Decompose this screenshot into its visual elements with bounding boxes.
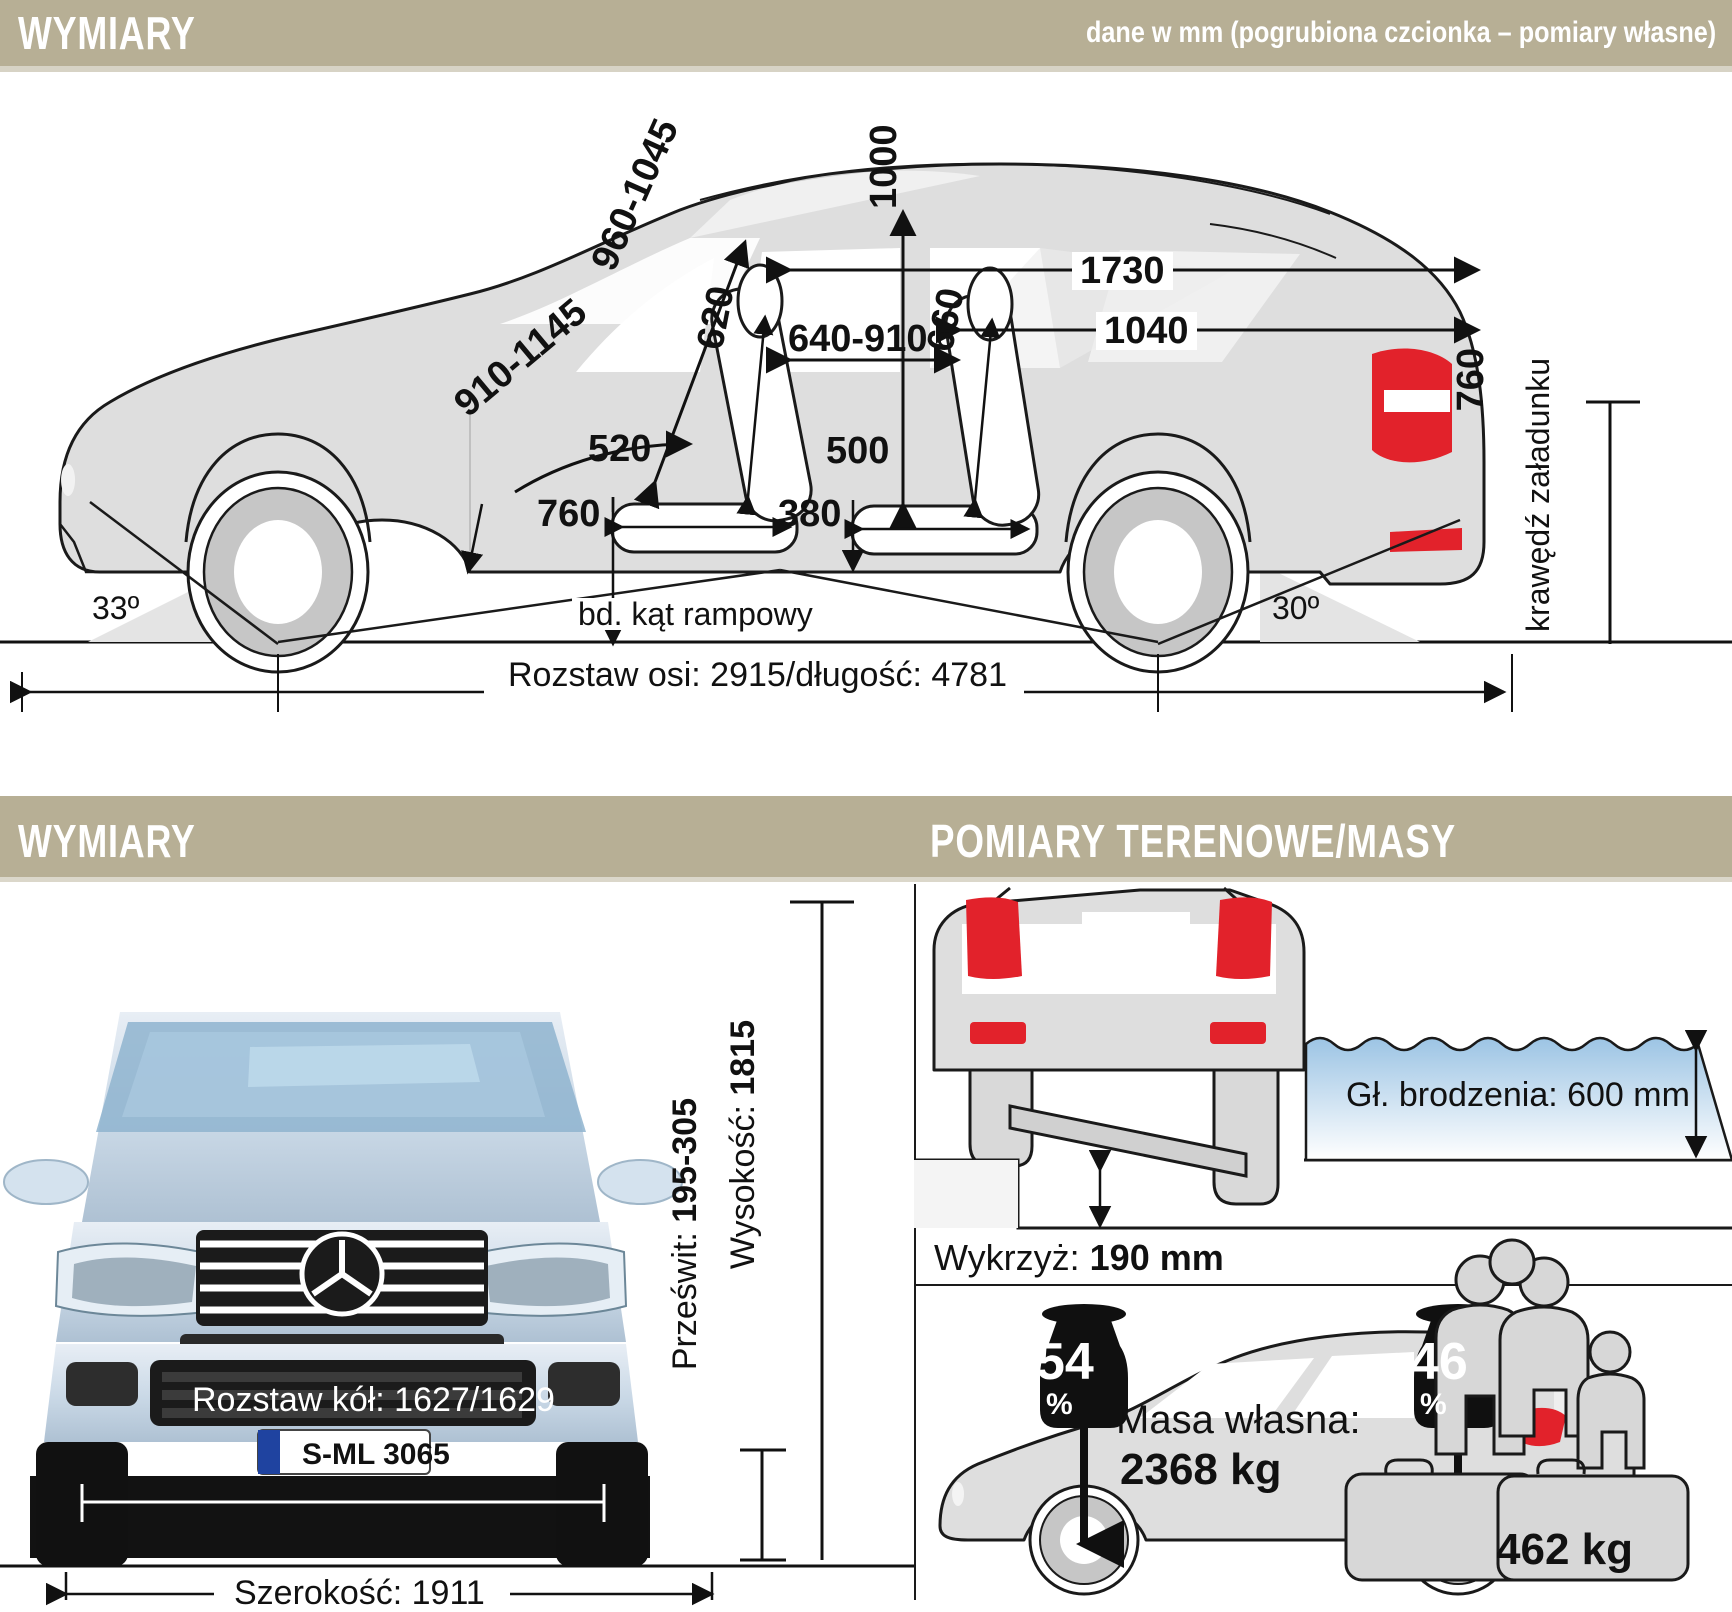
dim-loading-edge-value: 760 bbox=[1450, 348, 1492, 412]
lower-panel-separator bbox=[914, 884, 916, 1600]
dim-knee-room: 640-910 bbox=[788, 318, 928, 360]
figure-child bbox=[1576, 1330, 1646, 1470]
header-title-terrain-mass: POMIARY TERENOWE/MASY bbox=[930, 815, 1456, 867]
dim-rear-headroom: 1000 bbox=[863, 124, 905, 209]
dim-rear-hip-height: 380 bbox=[778, 493, 842, 535]
label-loading-edge: krawędź załadunku bbox=[1520, 358, 1556, 632]
mass-drawing bbox=[938, 1238, 1690, 1596]
figure-adult-second bbox=[1488, 1238, 1536, 1286]
terrain-drawing bbox=[914, 886, 1732, 1230]
dim-boot-length-lower: 1040 bbox=[1096, 312, 1197, 350]
label-vehicle-height: Wysokość: 1815 bbox=[724, 1020, 762, 1270]
header-title-wymiary: WYMIARY bbox=[18, 7, 196, 59]
label-wheelbase-length: Rozstaw osi: 2915/długość: 4781 bbox=[498, 658, 1017, 692]
dim-boot-length-upper: 1730 bbox=[1072, 252, 1173, 290]
rear-axle-percent: 46 bbox=[1410, 1333, 1468, 1391]
header-bar-lower: WYMIARY POMIARY TERENOWE/MASY bbox=[0, 805, 1732, 877]
front-wheel bbox=[186, 470, 370, 674]
header-underline bbox=[0, 66, 1732, 72]
header-note-units: dane w mm (pogrubiona czcionka – pomiary… bbox=[1085, 16, 1716, 49]
label-wading-depth: Gł. brodzenia: 600 mm bbox=[1346, 1076, 1690, 1114]
ground-clearance-prefix: Prześwit: bbox=[666, 1222, 704, 1371]
header-bar-dimensions: WYMIARY dane w mm (pogrubiona czcionka –… bbox=[0, 0, 1732, 66]
label-ramp-angle: bd. kąt rampowy bbox=[572, 598, 819, 630]
height-prefix: Wysokość: bbox=[724, 1095, 762, 1270]
weight-front bbox=[1040, 1304, 1128, 1428]
label-articulation: Wykrzyż: 190 mm bbox=[934, 1240, 1224, 1276]
height-value: 1815 bbox=[724, 1020, 762, 1096]
luggage-right bbox=[1496, 1458, 1690, 1582]
front-axle-percent-sign: % bbox=[1046, 1388, 1073, 1421]
label-approach-angle: 33º bbox=[92, 590, 140, 626]
terrain-mass-separator bbox=[914, 1284, 1732, 1286]
articulation-prefix: Wykrzyż: bbox=[934, 1237, 1090, 1278]
rear-wheel bbox=[1066, 470, 1250, 674]
rear-axle-percent-sign: % bbox=[1420, 1388, 1447, 1421]
label-vehicle-width: Szerokość: 1911 bbox=[226, 1576, 493, 1610]
dim-rear-cushion-depth: 500 bbox=[826, 430, 890, 472]
rear-reflector bbox=[1390, 528, 1462, 552]
articulation-value: 190 mm bbox=[1089, 1237, 1224, 1278]
figure-adult-female bbox=[1498, 1256, 1590, 1438]
water-surface bbox=[1304, 1036, 1732, 1162]
ground-clearance-value: 195-305 bbox=[666, 1098, 704, 1223]
dim-front-hip-height: 760 bbox=[537, 493, 601, 535]
value-kerb-weight: 2368 kg bbox=[1120, 1445, 1282, 1494]
panel-divider bbox=[0, 796, 1732, 805]
label-kerb-weight: Masa własna: bbox=[1116, 1398, 1361, 1442]
label-ground-clearance: Prześwit: 195-305 bbox=[666, 1098, 704, 1371]
front-axle-percent: 54 bbox=[1036, 1333, 1094, 1391]
value-payload: 462 kg bbox=[1496, 1525, 1633, 1574]
header-title-wymiary-2: WYMIARY bbox=[18, 815, 196, 867]
label-wheel-track: Rozstaw kół: 1627/1629 bbox=[192, 1381, 555, 1419]
dim-front-cushion-depth: 520 bbox=[588, 428, 652, 470]
header-underline-2 bbox=[0, 877, 1732, 882]
svg-text:S-ML 3065: S-ML 3065 bbox=[302, 1438, 450, 1471]
front-view-drawing: S-ML 3065 bbox=[0, 900, 914, 1612]
label-departure-angle: 30º bbox=[1272, 590, 1320, 626]
